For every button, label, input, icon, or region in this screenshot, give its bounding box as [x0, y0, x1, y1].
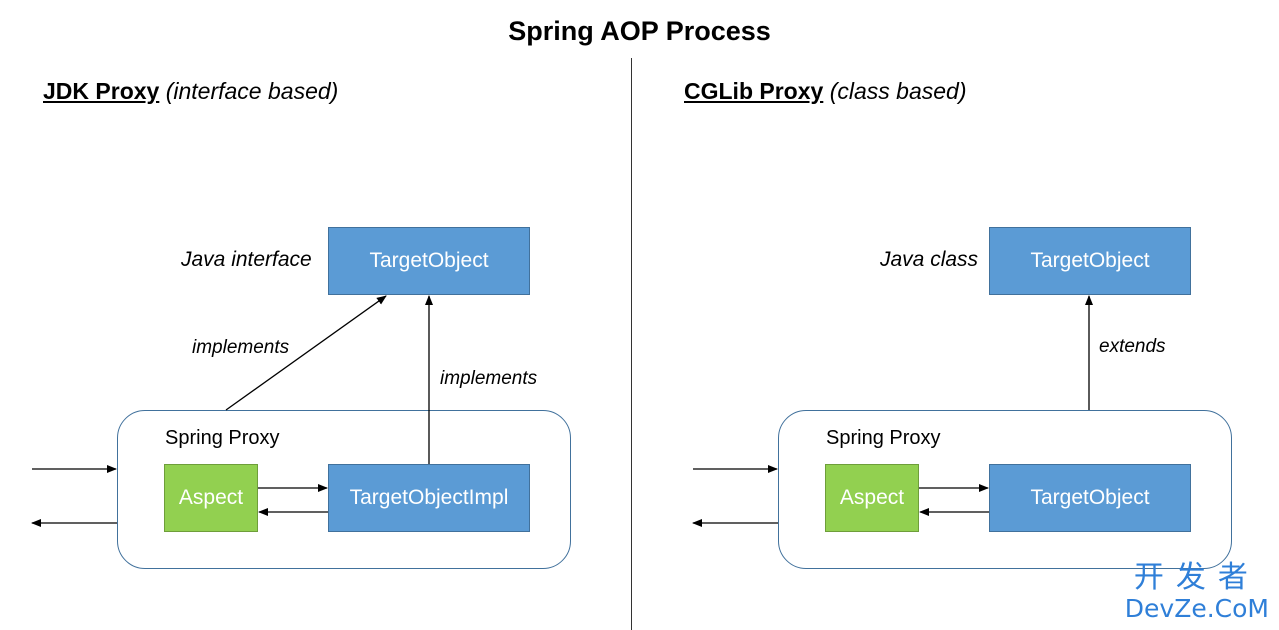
devze-watermark: 开发者 DevZe.CoM — [1125, 562, 1269, 624]
left-spring-proxy-label: Spring Proxy — [165, 427, 280, 449]
jdk-proxy-heading: JDK Proxy (interface based) — [43, 78, 338, 105]
right-target-object-box: TargetObject — [989, 227, 1191, 295]
right-spring-proxy-label: Spring Proxy — [826, 427, 941, 449]
java-interface-label: Java interface — [181, 248, 312, 271]
left-implements-label-2: implements — [440, 368, 538, 389]
jdk-proxy-heading-title: JDK Proxy — [43, 78, 160, 104]
cglib-proxy-heading: CGLib Proxy (class based) — [684, 78, 966, 105]
java-class-label: Java class — [880, 248, 979, 271]
watermark-chinese-text: 开发者 — [1133, 561, 1260, 594]
center-divider — [631, 58, 632, 630]
left-target-object-box: TargetObject — [328, 227, 530, 295]
target-object-impl-box: TargetObjectImpl — [328, 464, 530, 532]
cglib-proxy-heading-subtitle: (class based) — [829, 78, 967, 104]
right-aspect-box: Aspect — [825, 464, 919, 532]
cglib-proxy-heading-title: CGLib Proxy — [684, 78, 824, 104]
diagram-title: Spring AOP Process — [508, 16, 771, 46]
left-implements-label-1: implements — [192, 337, 290, 358]
extends-label: extends — [1099, 336, 1166, 357]
right-proxied-target-box: TargetObject — [989, 464, 1191, 532]
jdk-proxy-heading-subtitle: (interface based) — [165, 78, 339, 104]
left-aspect-box: Aspect — [164, 464, 258, 532]
left-implements-arrow-diagonal — [225, 295, 387, 411]
watermark-site-text: DevZe.CoM — [1124, 594, 1269, 623]
